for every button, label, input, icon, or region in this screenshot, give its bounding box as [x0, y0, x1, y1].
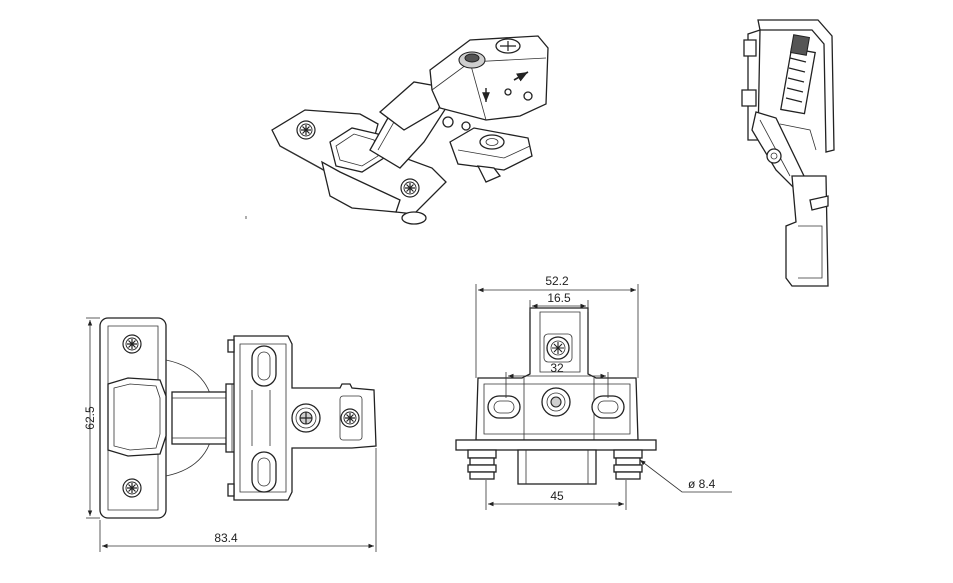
top-view: 52.2 16.5 32 45 ø 8.4 — [455, 274, 732, 510]
dim-inner-width-label: 16.5 — [547, 291, 571, 305]
isometric-view — [245, 35, 549, 225]
dim-diameter-label: ø 8.4 — [688, 477, 716, 491]
section-view — [741, 19, 835, 287]
dim-hole-spacing-label: 32 — [550, 361, 564, 375]
dim-width-label: 83.4 — [214, 531, 238, 545]
dim-cup-width-label: 45 — [550, 489, 564, 503]
front-view: 62.5 83.4 — [83, 317, 377, 552]
dim-height-label: 62.5 — [83, 406, 97, 430]
dim-top-width-label: 52.2 — [545, 274, 569, 288]
